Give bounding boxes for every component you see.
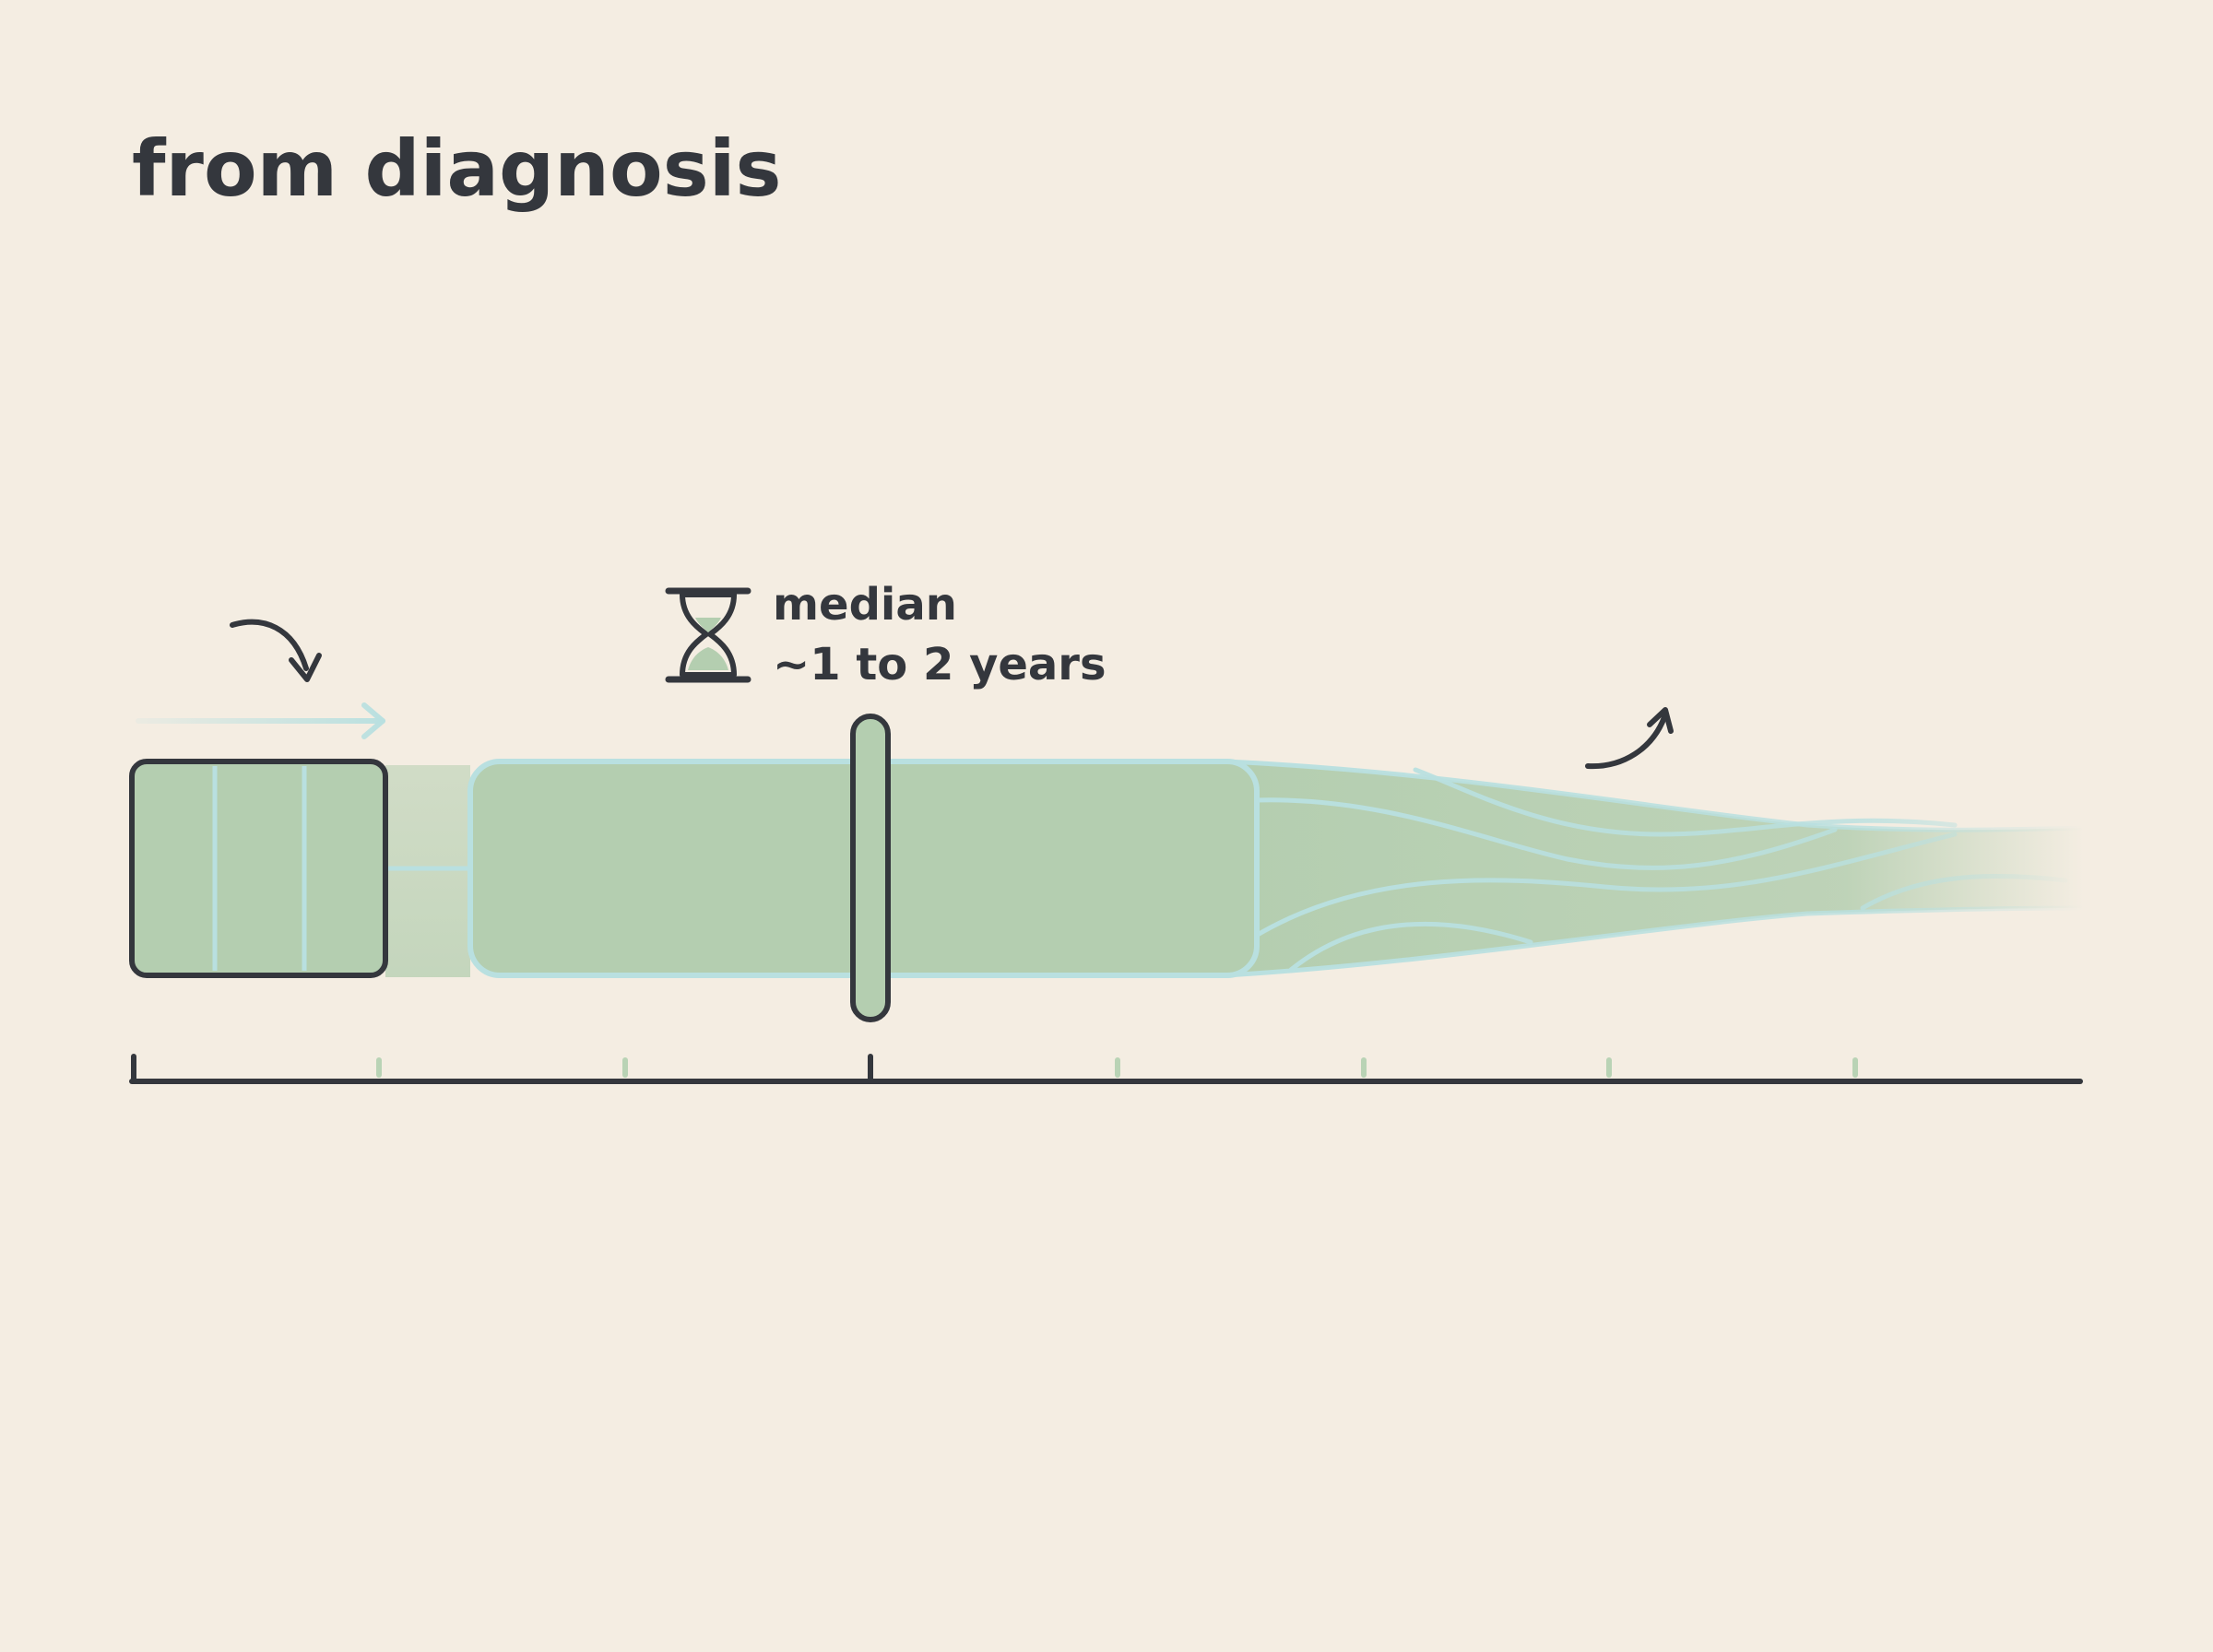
median-label: median [773,579,957,631]
transition-band [385,765,470,977]
median-marker [850,714,891,1022]
curved-arrow-down-right-icon [230,619,322,682]
timeline-axis [129,1054,2083,1084]
diagnosis-box [129,759,388,978]
curved-arrow-up-right-icon [1585,707,1674,770]
hourglass-icon [665,587,751,683]
survival-tail [1224,759,2087,978]
median-range-label: ~1 to 2 years [773,639,1106,690]
arrow-right-icon [136,702,385,739]
page-title: from diagnosis [132,124,781,214]
